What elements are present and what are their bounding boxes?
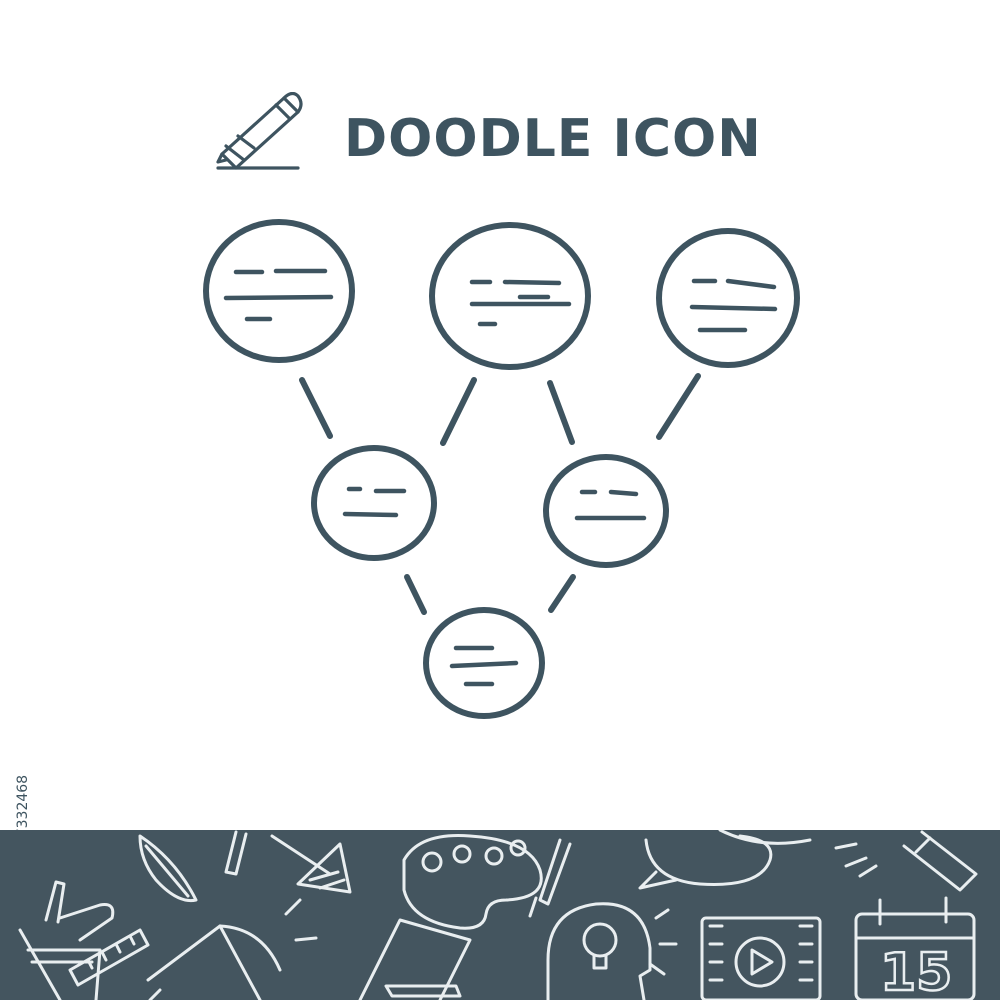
connector-line	[547, 380, 575, 445]
doodle-pattern-band: 15	[0, 830, 1000, 1000]
node-middle-right	[543, 454, 669, 568]
brush-icon	[528, 838, 572, 918]
connector-line	[548, 574, 576, 613]
connector-line	[404, 574, 427, 615]
page-title: DOODLE ICON	[344, 109, 762, 169]
calendar-day: 15	[880, 943, 952, 1000]
megaphone-icon	[146, 898, 318, 1000]
speech-bubble-icon	[638, 830, 812, 890]
node-middle-left	[311, 445, 437, 561]
video-player-icon	[700, 916, 822, 1000]
node-top-left	[203, 219, 355, 363]
band-background	[0, 830, 1000, 1000]
lightbulb-head-icon	[546, 902, 678, 1000]
calendar-icon	[854, 896, 976, 1000]
feather-icon	[138, 834, 198, 903]
pen-icon	[224, 830, 248, 876]
document-icon	[358, 918, 472, 1000]
node-bottom	[423, 607, 545, 719]
node-top-right	[656, 228, 800, 368]
paint-palette-icon	[402, 834, 543, 930]
pencil-icon	[216, 92, 303, 170]
pencil-cup-icon	[18, 880, 115, 1000]
connector-lines	[299, 373, 701, 615]
connector-line	[299, 377, 333, 439]
node-top-center	[429, 222, 591, 370]
connector-line	[440, 377, 477, 446]
arrow-icon	[270, 834, 352, 894]
header: DOODLE ICON	[0, 40, 1000, 170]
connector-line	[656, 373, 701, 440]
ruler-icon	[68, 928, 150, 987]
pencil-icon-small	[834, 830, 978, 892]
